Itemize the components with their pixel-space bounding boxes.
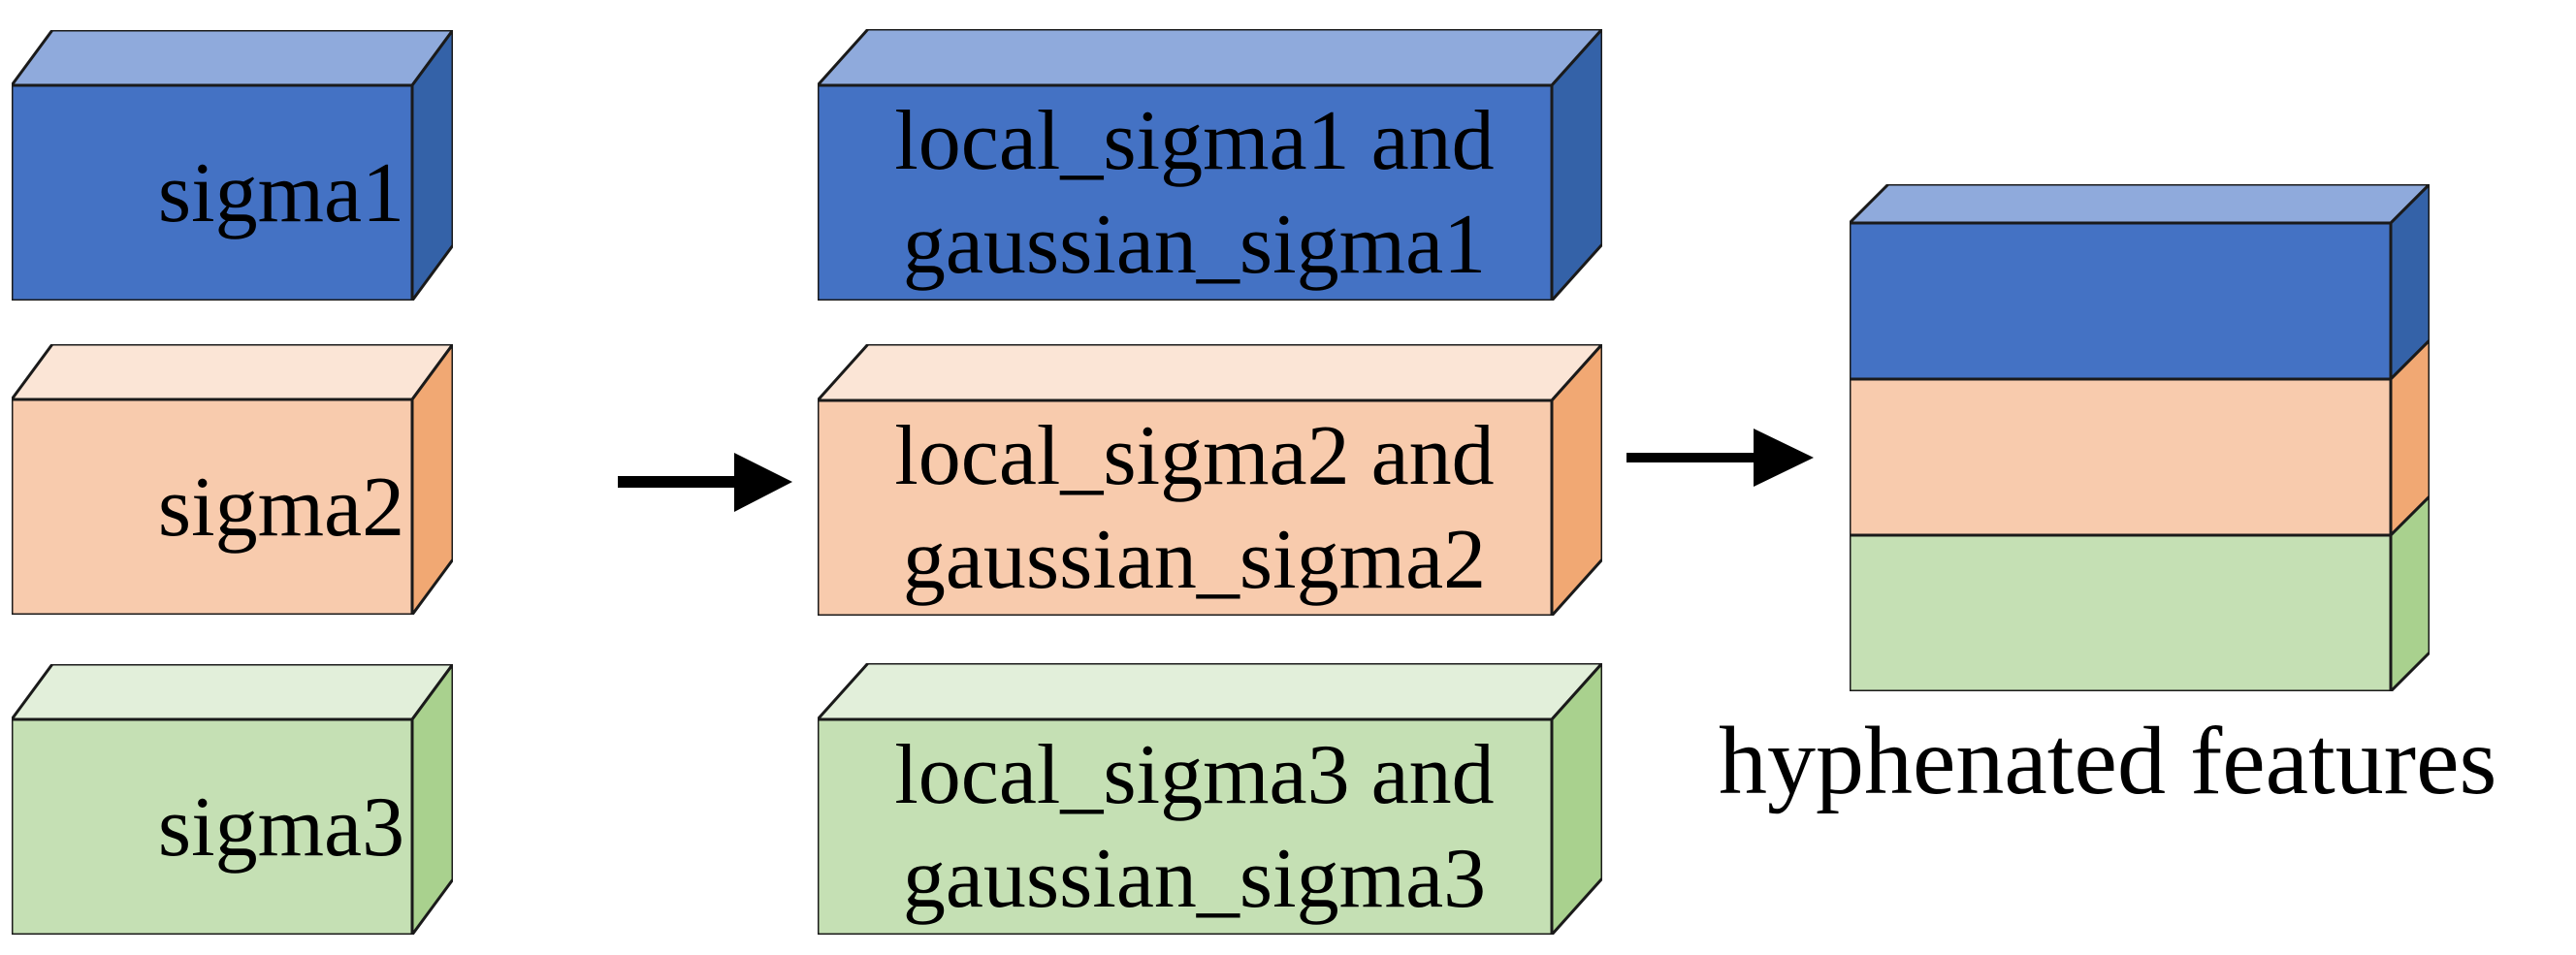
output-caption: hyphenated features bbox=[1719, 707, 2497, 814]
cuboid-top-face bbox=[818, 663, 1602, 721]
arrow-shaft bbox=[1626, 453, 1757, 462]
cuboid-green bbox=[818, 663, 1602, 935]
stack-orange-front-face bbox=[1850, 377, 2393, 537]
cuboid-front-face bbox=[12, 83, 414, 301]
input-box-sigma3: sigma3 bbox=[12, 664, 453, 935]
stacked-features-block bbox=[1850, 184, 2430, 691]
arrow-head bbox=[1754, 429, 1814, 487]
input-box-sigma1: sigma1 bbox=[12, 30, 453, 301]
stack-blue-front-face bbox=[1850, 221, 2393, 381]
arrow-right-icon bbox=[1626, 429, 1814, 487]
cuboid-blue bbox=[818, 29, 1602, 301]
arrow-shaft bbox=[618, 476, 747, 488]
cuboid-front-face bbox=[12, 398, 414, 615]
arrow-right-icon bbox=[618, 453, 792, 512]
cuboid-top-face bbox=[818, 344, 1602, 402]
cuboid-orange bbox=[12, 344, 453, 615]
arrow-head bbox=[734, 453, 792, 512]
cuboid-front-face bbox=[818, 717, 1554, 935]
cuboid-orange bbox=[818, 344, 1602, 616]
cuboid-blue bbox=[12, 30, 453, 301]
cuboid-front-face bbox=[818, 398, 1554, 616]
stacked-cuboid bbox=[1850, 184, 2430, 691]
feature-box-sigma1: local_sigma1 and gaussian_sigma1 bbox=[818, 29, 1602, 301]
cuboid-front-face bbox=[12, 717, 414, 935]
stack-green-front-face bbox=[1850, 533, 2393, 691]
cuboid-top-face bbox=[12, 344, 453, 401]
cuboid-front-face bbox=[818, 83, 1554, 301]
feature-box-sigma2: local_sigma2 and gaussian_sigma2 bbox=[818, 344, 1602, 616]
cuboid-top-face bbox=[12, 664, 453, 721]
cuboid-top-face bbox=[818, 29, 1602, 87]
input-box-sigma2: sigma2 bbox=[12, 344, 453, 615]
cuboid-top-face bbox=[12, 30, 453, 87]
stack-top-face bbox=[1850, 184, 2430, 225]
cuboid-green bbox=[12, 664, 453, 935]
feature-box-sigma3: local_sigma3 and gaussian_sigma3 bbox=[818, 663, 1602, 935]
